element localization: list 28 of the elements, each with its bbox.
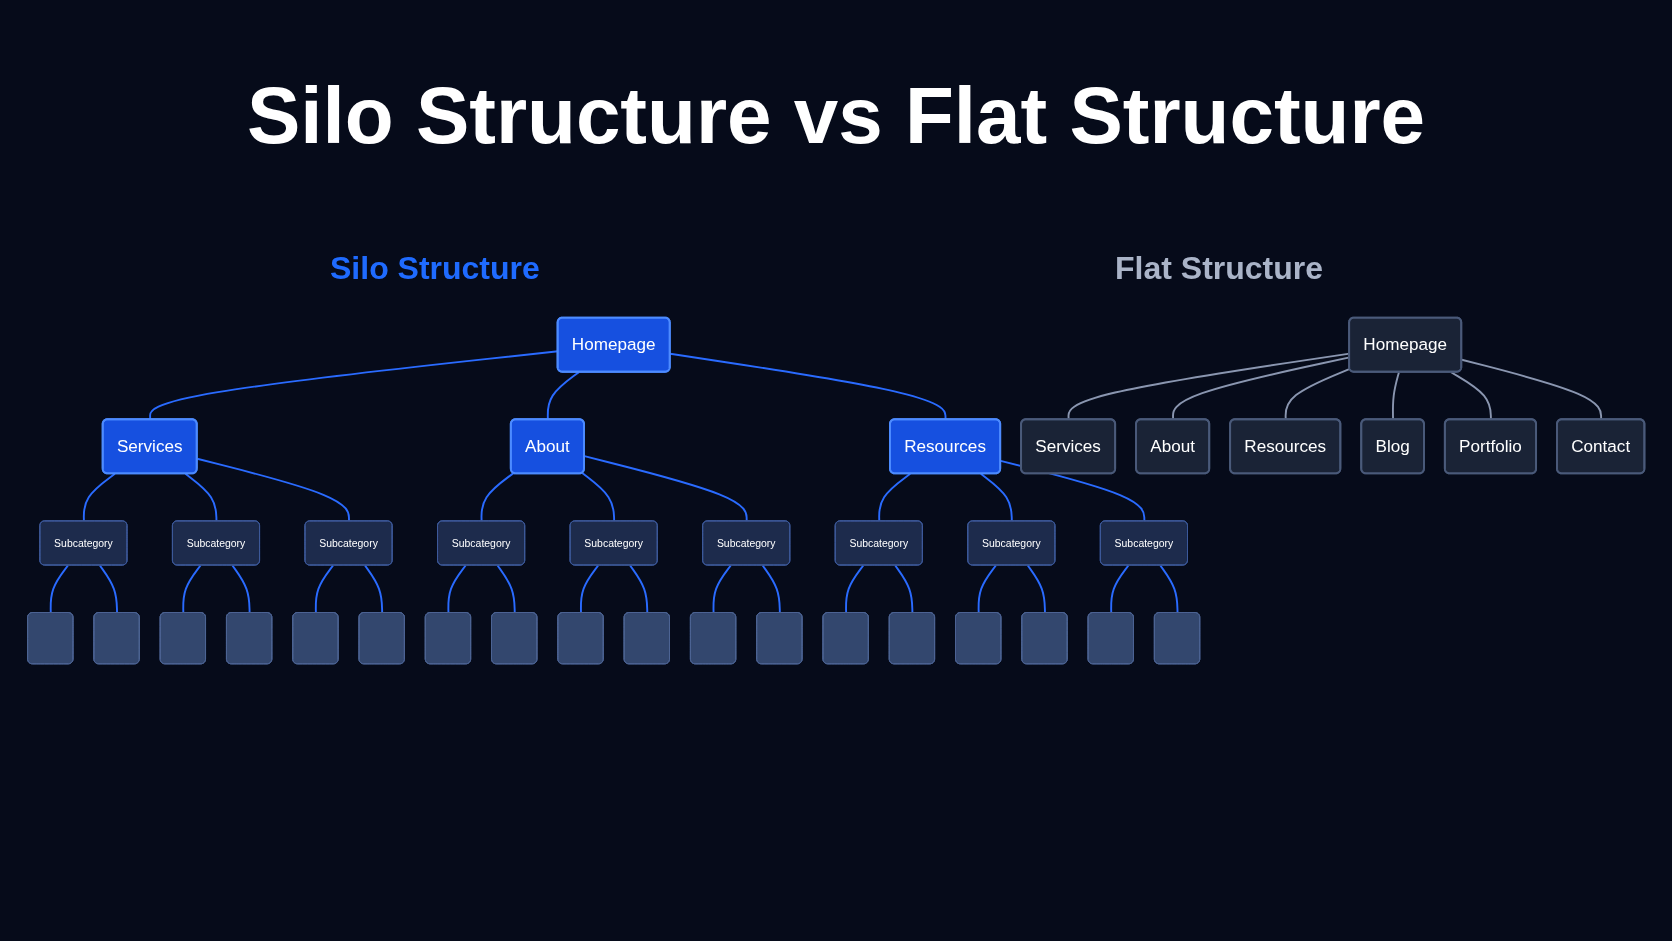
section-heading: Silo Structure bbox=[330, 250, 540, 287]
connector bbox=[1392, 371, 1400, 421]
connector bbox=[314, 564, 334, 614]
section-heading: Flat Structure bbox=[1115, 250, 1324, 287]
connector bbox=[1159, 564, 1179, 614]
connector bbox=[894, 564, 914, 614]
connector bbox=[1026, 564, 1046, 614]
connector bbox=[579, 564, 600, 614]
connector bbox=[1450, 371, 1492, 421]
connector bbox=[496, 564, 516, 614]
connector bbox=[98, 564, 118, 614]
connector bbox=[1284, 367, 1351, 421]
connector bbox=[845, 564, 865, 614]
connector bbox=[761, 564, 781, 614]
connector bbox=[447, 564, 467, 614]
connector bbox=[182, 564, 202, 614]
connector bbox=[546, 371, 580, 421]
connector bbox=[1172, 356, 1351, 421]
connector bbox=[231, 564, 251, 614]
connector bbox=[629, 564, 649, 614]
connector bbox=[364, 564, 384, 614]
title: Silo Structure vs Flat Structure bbox=[245, 70, 1426, 162]
connector bbox=[669, 352, 947, 421]
connector bbox=[49, 564, 69, 614]
connector bbox=[712, 564, 732, 614]
connector bbox=[1067, 352, 1351, 421]
connector bbox=[1110, 564, 1130, 614]
connector bbox=[977, 564, 997, 614]
